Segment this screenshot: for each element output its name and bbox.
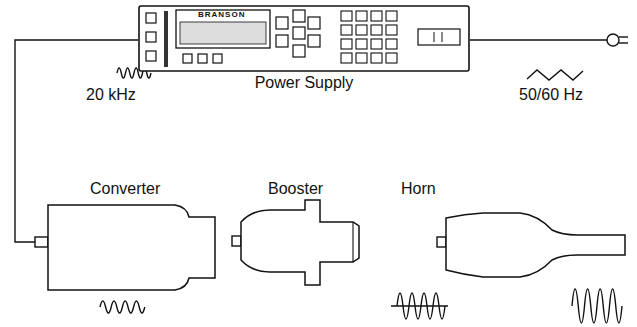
plug-pin — [619, 42, 628, 43]
waveform — [527, 70, 583, 80]
part-name: Booster — [268, 180, 323, 198]
booster: Booster — [232, 180, 362, 292]
power-supply: BRANSON Power Supply — [138, 5, 470, 95]
plug-pin — [619, 36, 628, 37]
waveform — [397, 293, 445, 319]
mains-wire — [470, 39, 607, 40]
converter: Converter — [35, 180, 215, 292]
frequency-label: 20 kHz — [86, 86, 136, 104]
waveform — [100, 301, 145, 313]
brand-name: BRANSON — [198, 10, 245, 19]
horn: Horn — [395, 180, 627, 292]
part-name: Power Supply — [255, 74, 354, 92]
waveform — [572, 289, 622, 323]
part-name: Horn — [401, 180, 436, 198]
frequency-label: 50/60 Hz — [519, 86, 583, 104]
plug — [607, 34, 619, 46]
part-name: Converter — [90, 180, 160, 198]
